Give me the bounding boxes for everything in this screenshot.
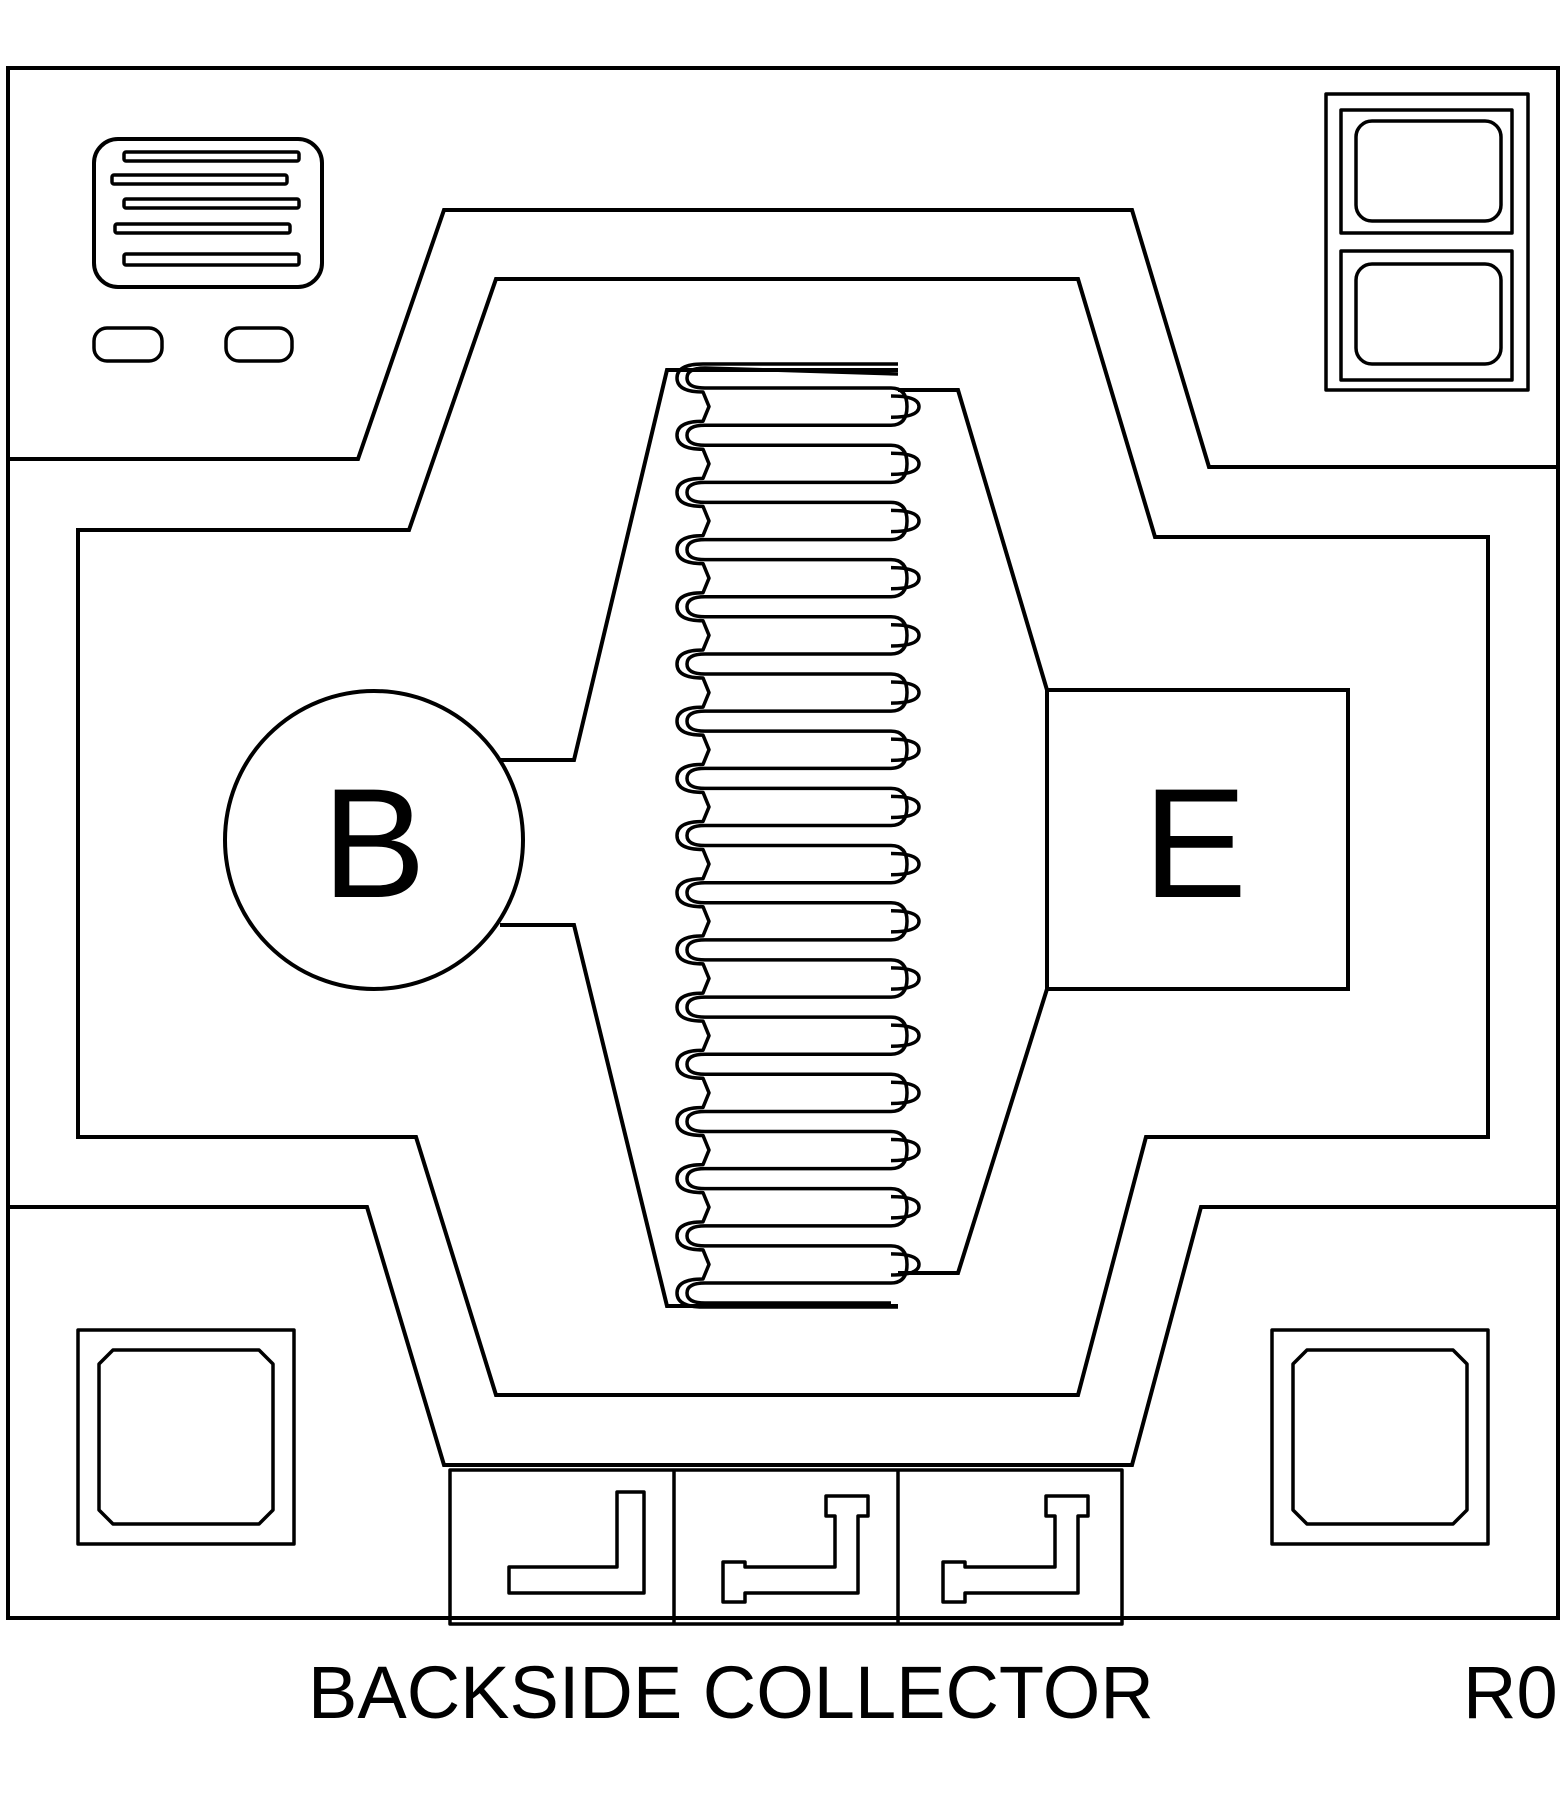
inner-metal-region xyxy=(76,277,1490,1397)
emitter-arm-top xyxy=(898,388,1049,691)
finger-serpentine-outer xyxy=(675,362,898,1309)
bottom-right-square-pad xyxy=(1270,1328,1490,1546)
bottom-test-structures xyxy=(448,1468,1124,1626)
emitter-arm-bottom xyxy=(898,988,1049,1275)
finger-serpentine-inner xyxy=(685,366,909,1305)
emitter-pad-box xyxy=(1045,688,1350,991)
finger-right-turns xyxy=(890,394,921,1277)
top-left-vent-icon xyxy=(92,137,324,289)
revision-label: R0 xyxy=(1463,1651,1558,1734)
base-pad-circle xyxy=(223,689,525,991)
backside-collector-caption: BACKSIDE COLLECTOR xyxy=(308,1651,1154,1734)
outer-metal-boundary xyxy=(6,208,1560,1467)
bottom-left-square-pad xyxy=(76,1328,296,1546)
small-pad-right xyxy=(224,326,294,363)
emitter-pad-label: E xyxy=(1143,757,1247,931)
top-right-double-pad xyxy=(1324,92,1530,392)
base-pad-label: B xyxy=(322,757,426,931)
small-pad-left xyxy=(92,326,164,363)
interdigitated-fingers xyxy=(675,362,921,1309)
